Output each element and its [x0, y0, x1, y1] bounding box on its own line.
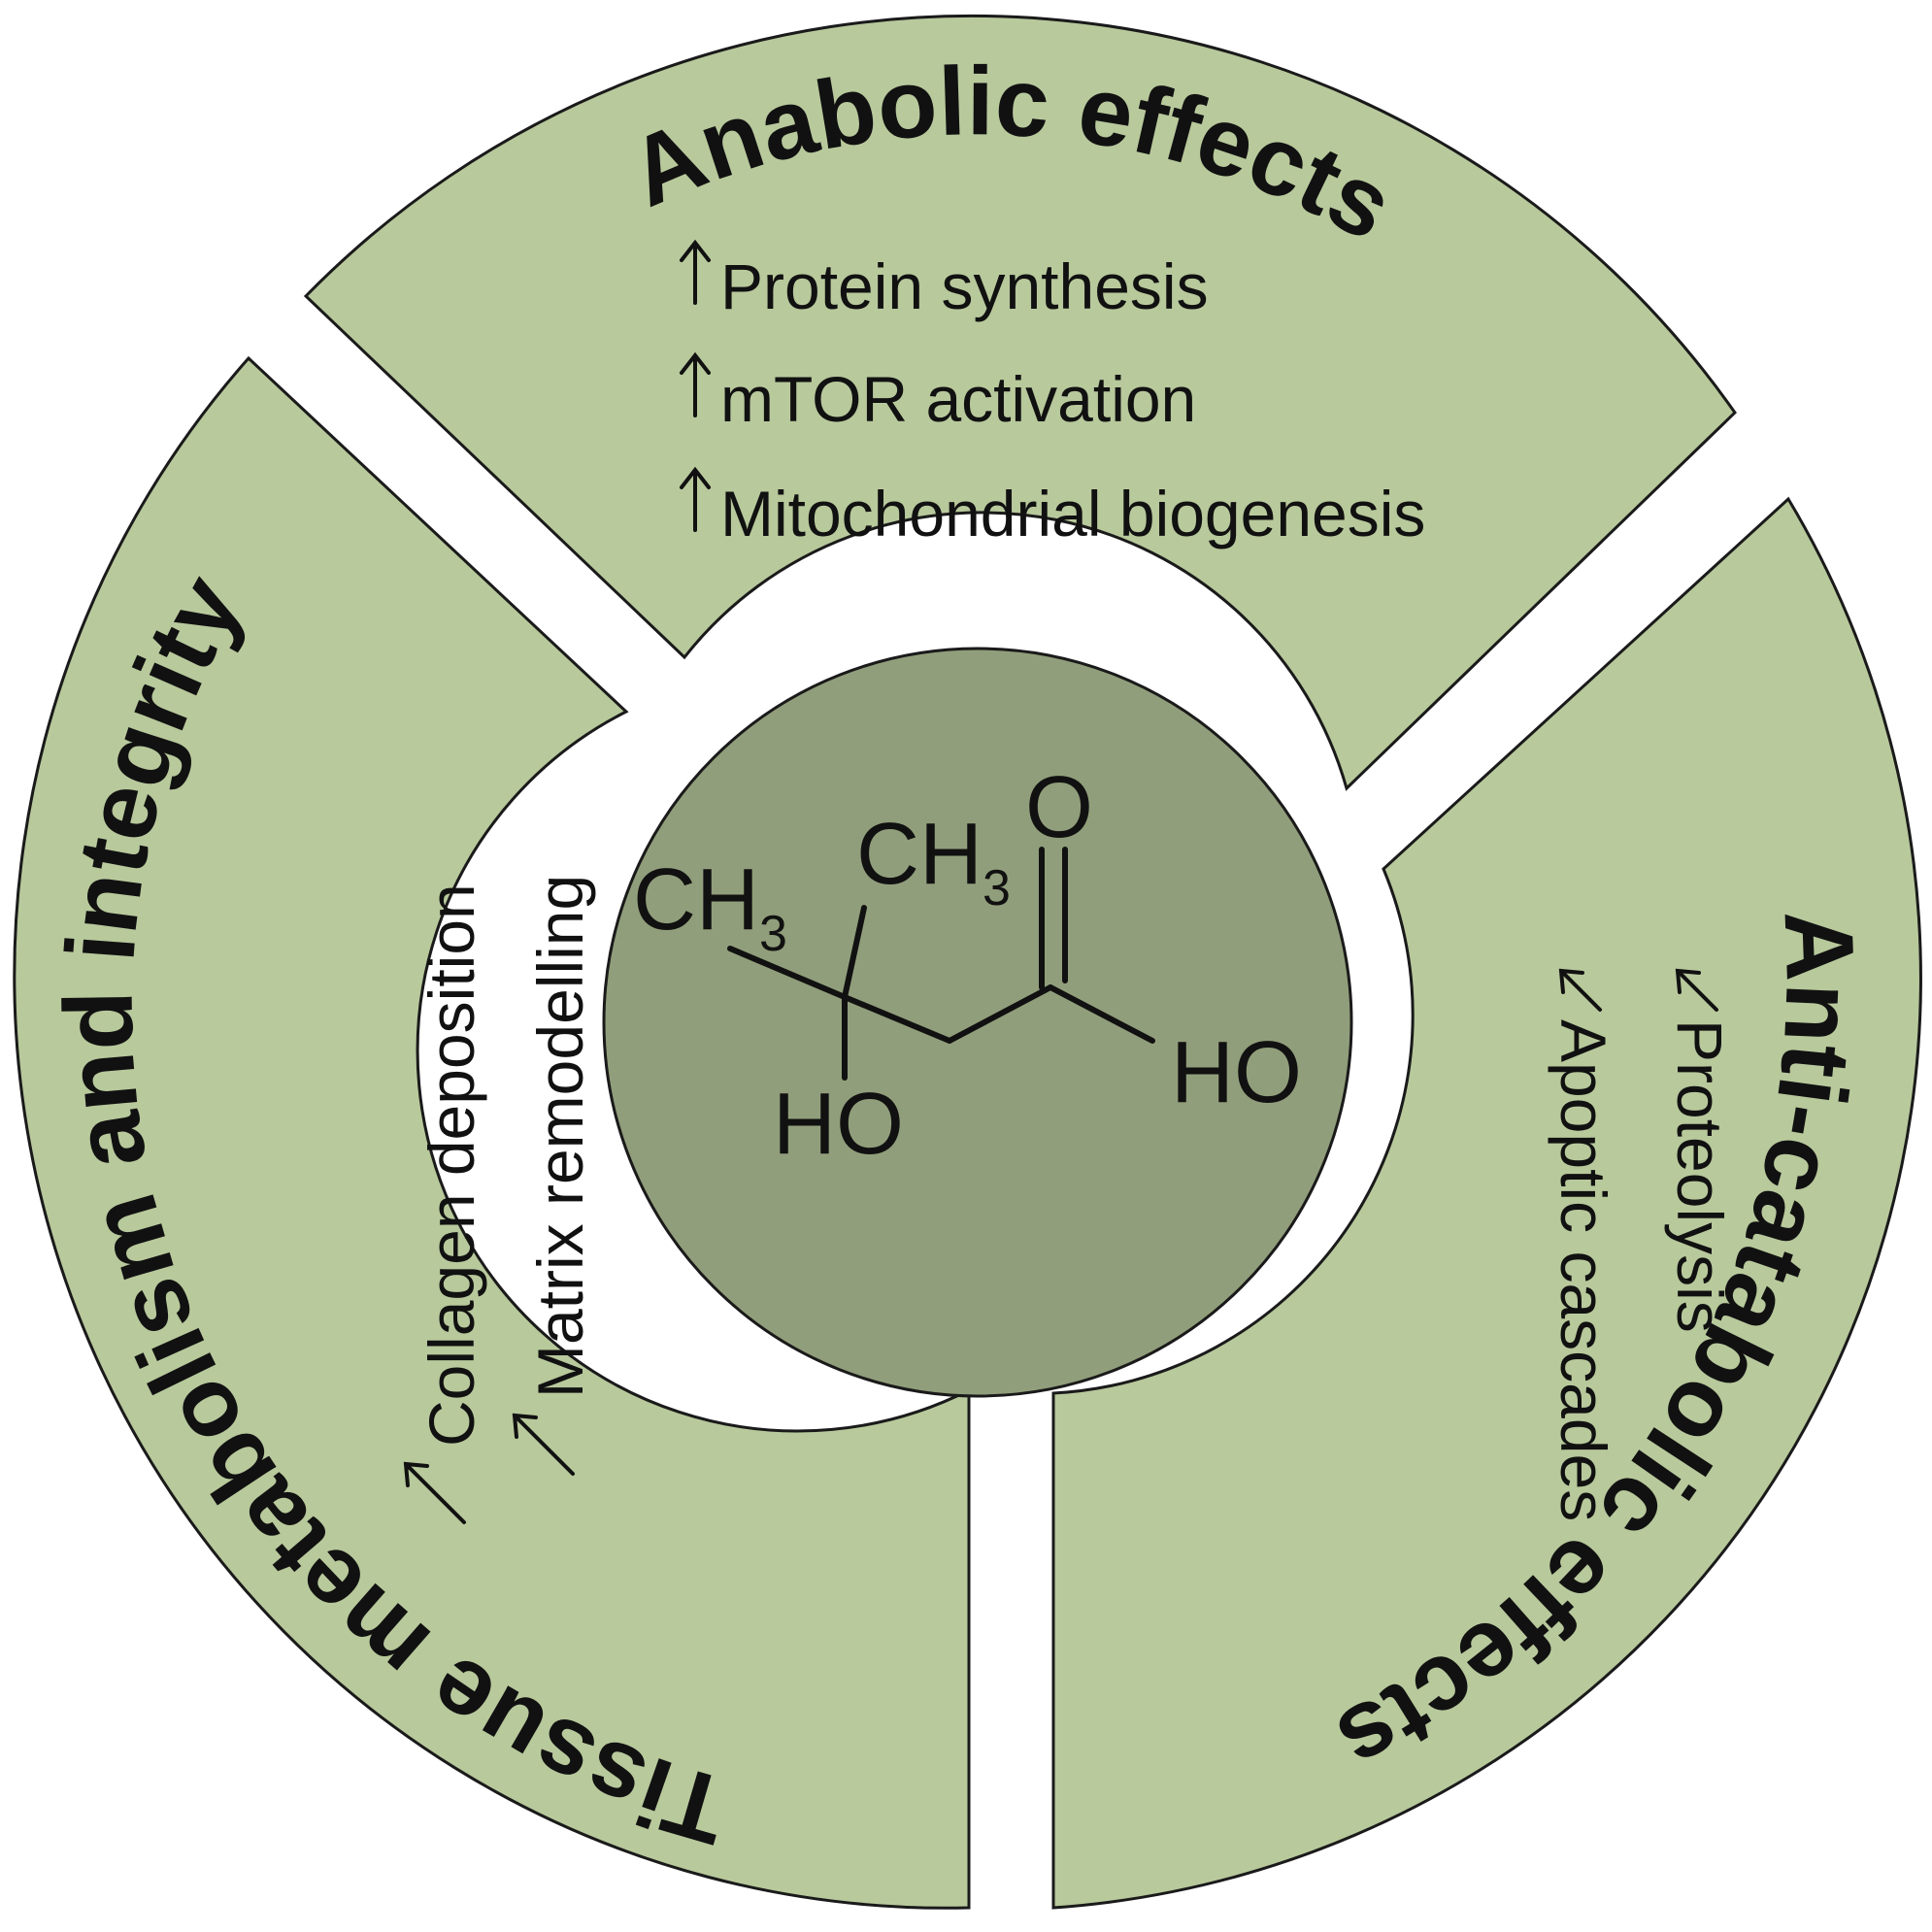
- hmb-molecule: CH3 CH3 O HO HO: [633, 759, 1302, 1173]
- bond: [947, 984, 1053, 1044]
- anabolic-item-3: Mitochondrial biogenesis: [680, 466, 1425, 550]
- ch3-top-label: CH3: [856, 806, 1011, 916]
- anabolic-item-label: Protein synthesis: [720, 250, 1209, 322]
- anti-catabolic-segment: [1051, 496, 1922, 1910]
- tissue-item-2: Matrix remodelling: [512, 875, 596, 1476]
- bond: [842, 905, 867, 1000]
- center-circle: [602, 647, 1353, 1398]
- up-arrow-icon: [512, 1413, 575, 1476]
- anabolic-item-label: mTOR activation: [720, 363, 1196, 435]
- anabolic-item-label: Mitochondrial biogenesis: [720, 478, 1425, 550]
- anti-catabolic-item-label: Proteolysis: [1664, 1019, 1736, 1333]
- hydroxyl-left-label: HO: [773, 1076, 904, 1173]
- up-arrow-icon: [680, 466, 711, 532]
- tissue-item-label: Matrix remodelling: [524, 875, 596, 1398]
- anti-catabolic-item-2: Apoptic cascades: [1548, 968, 1619, 1521]
- anabolic-item-2: mTOR activation: [680, 351, 1196, 435]
- down-arrow-icon: [1558, 968, 1602, 1012]
- tissue-segment: [13, 355, 971, 1910]
- carbonyl-oxygen-label: O: [1025, 759, 1093, 856]
- bond: [1048, 984, 1155, 1044]
- down-arrow-icon: [1675, 968, 1718, 1012]
- anti-catabolic-item-1: Proteolysis: [1664, 968, 1736, 1333]
- bond: [842, 994, 952, 1044]
- anti-catabolic-item-label: Apoptic cascades: [1548, 1019, 1619, 1521]
- up-arrow-icon: [680, 351, 711, 417]
- tissue-item-1: Collagen deposition: [403, 883, 487, 1524]
- anabolic-segment: [303, 14, 1737, 791]
- hydroxyl-right-label: HO: [1171, 1024, 1302, 1121]
- up-arrow-icon: [680, 239, 711, 305]
- up-arrow-icon: [403, 1461, 466, 1524]
- tissue-item-label: Collagen deposition: [416, 883, 487, 1447]
- ch3-left-label: CH3: [633, 851, 787, 962]
- bond: [727, 946, 848, 1000]
- anabolic-item-1: Protein synthesis: [680, 239, 1209, 322]
